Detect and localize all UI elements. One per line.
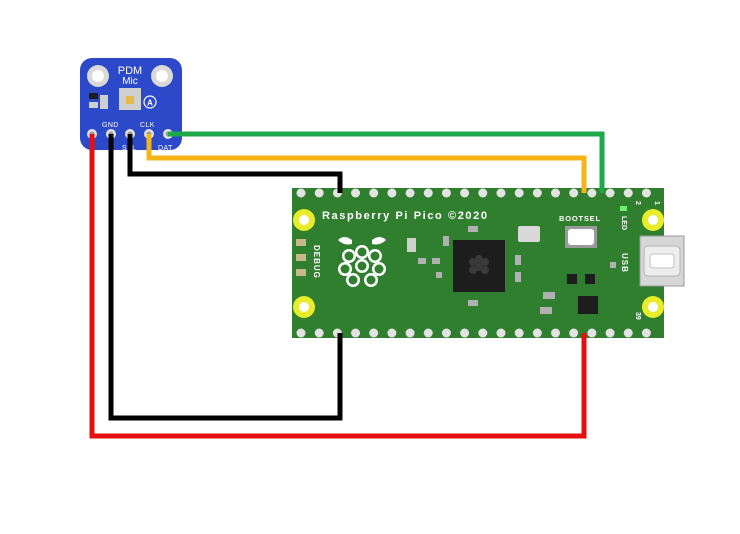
usb-connector (639, 235, 685, 287)
pico-pin-pad (514, 328, 524, 338)
mic-resistor-3 (100, 95, 108, 109)
pin-label-clk: CLK (140, 122, 155, 129)
pico-pin-pad (623, 328, 633, 338)
pico-edge-pads-top (296, 188, 651, 198)
pico-regulator (578, 296, 598, 314)
wire-gnd (108, 134, 343, 421)
pico-crystal (518, 226, 540, 242)
pico-board: Raspberry Pi Pico ©2020 DEBUG (292, 188, 685, 338)
pico-title: Raspberry Pi Pico ©2020 (322, 210, 489, 222)
pdm-mic-board: PDM Mic A GND SEL CLK DAT (80, 58, 182, 152)
pico-pin-pad (423, 188, 433, 198)
debug-label: DEBUG (312, 245, 321, 279)
pico-pin-pad (387, 188, 397, 198)
pico-pin-pad (569, 328, 579, 338)
mic-resistor-2 (89, 102, 98, 108)
pico-diode (585, 274, 595, 284)
pico-pin-pad (478, 188, 488, 198)
pico-pin-pad (296, 188, 306, 198)
pico-pin-pad (460, 328, 470, 338)
pico-pin-pad (405, 328, 415, 338)
pin-label-dat: DAT (158, 145, 173, 152)
rp2040-chip (453, 240, 505, 292)
pico-pin-pad (441, 328, 451, 338)
pico-pin-pad (605, 188, 615, 198)
pico-pin-pad (351, 328, 361, 338)
wire-vcc (89, 134, 587, 439)
pico-pin-pad (296, 328, 306, 338)
pico-pin-pad (532, 328, 542, 338)
raspberry-pi-logo-icon (338, 237, 386, 287)
wire-dat (168, 131, 605, 193)
mic-resistor-1 (89, 93, 98, 99)
pico-pin-pad (314, 328, 324, 338)
wire-sel-gnd (127, 134, 343, 193)
pico-pin-pad (405, 188, 415, 198)
pico-pin-pad (514, 188, 524, 198)
pin-label-gnd: GND (102, 122, 119, 129)
led-label: LED (620, 216, 627, 230)
pico-pin-pad (623, 188, 633, 198)
adafruit-logo-icon: A (143, 95, 157, 109)
pico-pin-pad (387, 328, 397, 338)
pico-pin-pad (569, 188, 579, 198)
microphone-icon (119, 88, 141, 110)
wire-clk (146, 134, 587, 193)
debug-pads (296, 239, 306, 276)
pico-pin-pad (551, 328, 561, 338)
bootsel-button[interactable] (565, 226, 597, 248)
pico-pin-pad (641, 188, 651, 198)
svg-text:A: A (147, 99, 153, 108)
pico-pin-pad (478, 328, 488, 338)
pico-edge-pads-bottom (296, 328, 651, 338)
pico-pin-pad (532, 188, 542, 198)
pico-pin-pad (441, 188, 451, 198)
pico-pin-pad (369, 188, 379, 198)
pico-pin-pad (641, 328, 651, 338)
wires (89, 131, 605, 439)
pico-pin-pad (496, 188, 506, 198)
pico-small-components (407, 226, 616, 314)
pico-pin-pad (314, 188, 324, 198)
usb-label: USB (620, 253, 629, 273)
mic-title-line1: PDM (118, 65, 142, 77)
bootsel-label: BOOTSEL (559, 214, 601, 223)
pico-mounting-holes (293, 209, 664, 318)
pico-pin-pad (496, 328, 506, 338)
pico-pin-pad (369, 328, 379, 338)
pico-pin-pad (587, 328, 597, 338)
pico-inductor (567, 274, 577, 284)
pico-pin-pad (460, 188, 470, 198)
pico-pin-pad (351, 188, 361, 198)
led-indicator (620, 206, 627, 211)
pin-number-1: 1 (653, 201, 660, 205)
pico-pin-pad (587, 188, 597, 198)
pin-number-2: 2 (634, 201, 641, 205)
pico-pin-pad (423, 328, 433, 338)
pico-pin-pad (551, 188, 561, 198)
pin-number-39: 39 (634, 312, 641, 320)
pico-pin-pad (605, 328, 615, 338)
mic-title-line2: Mic (122, 76, 138, 87)
